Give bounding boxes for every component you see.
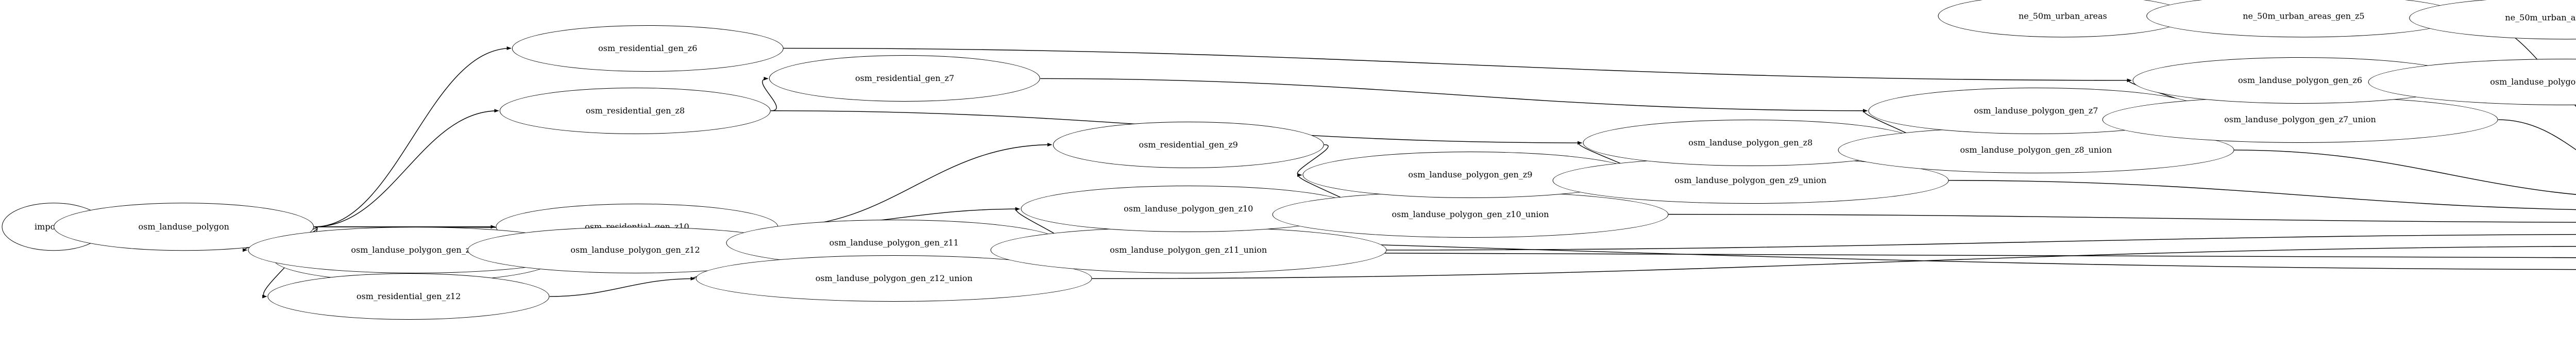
- graph-node-osm-residential-gen-z9[interactable]: osm_residential_gen_z9: [1053, 121, 1324, 168]
- graph-edge: [1386, 234, 2576, 251]
- graph-node-label: osm_landuse_polygon_gen_z10_union: [1392, 209, 1549, 219]
- graph-node-label: osm_landuse_polygon_gen_z7: [1974, 105, 2098, 116]
- graph-node-label: osm_residential_gen_z6: [598, 43, 698, 53]
- graph-edge: [1040, 78, 1868, 113]
- graph-edge: [2234, 150, 2576, 195]
- graph-node-label: ne_50m_urban_areas_gen_z5: [2243, 11, 2365, 21]
- graph-edge: [314, 46, 512, 227]
- graph-node-label: osm_landuse_polygon_gen_z8_union: [1960, 144, 2112, 155]
- graph-node-label: osm_landuse_polygon_gen_z13: [351, 244, 481, 255]
- graph-node-ne-50m-urban-areas[interactable]: ne_50m_urban_areas: [1938, 0, 2188, 38]
- graph-edge: [778, 143, 1053, 227]
- graph-node-osm-residential-gen-z12[interactable]: osm_residential_gen_z12: [267, 273, 550, 320]
- graph-node-osm-landuse-polygon[interactable]: osm_landuse_polygon: [53, 203, 314, 251]
- graph-node-label: osm_residential_gen_z7: [855, 73, 955, 84]
- graph-node-osm-landuse-polygon-gen-z9-union[interactable]: osm_landuse_polygon_gen_z9_union: [1552, 157, 1949, 204]
- graph-edge: [549, 276, 696, 297]
- graph-node-label: osm_landuse_polygon_gen_z9_union: [1674, 175, 1827, 185]
- graph-node-label: osm_landuse_polygon_gen_z12_union: [815, 273, 973, 284]
- graph-node-label: osm_landuse_polygon_gen_z9: [1408, 170, 1533, 180]
- graph-node-ne-50m-urban-areas-gen-z5[interactable]: ne_50m_urban_areas_gen_z5: [2146, 0, 2461, 38]
- graph-node-label: osm_residential_gen_z8: [585, 105, 685, 116]
- graph-node-label: osm_landuse_polygon_gen_z11: [829, 238, 959, 248]
- graph-node-label: osm_residential_gen_z12: [356, 291, 461, 301]
- graph-node-osm-residential-gen-z8[interactable]: osm_residential_gen_z8: [499, 87, 771, 134]
- graph-node-label: osm_landuse_polygon_gen_z7_union: [2224, 114, 2376, 125]
- graph-node-osm-landuse-polygon-gen-z11-union[interactable]: osm_landuse_polygon_gen_z11_union: [990, 226, 1387, 273]
- graph-edge: [2498, 119, 2576, 151]
- graph-edge: [1948, 180, 2576, 210]
- graph-node-label: ne_50m_urban_areas_gen_z4: [2505, 12, 2576, 23]
- graph-node-osm-residential-gen-z7[interactable]: osm_residential_gen_z7: [769, 55, 1041, 102]
- graph-node-label: osm_landuse_polygon: [138, 221, 229, 232]
- graph-node-osm-residential-gen-z6[interactable]: osm_residential_gen_z6: [512, 25, 784, 72]
- graph-node-ne-50m-urban-areas-gen-z4[interactable]: ne_50m_urban_areas_gen_z4: [2409, 0, 2576, 40]
- graph-node-label: osm_landuse_polygon_gen_z6_union: [2490, 77, 2576, 87]
- graph-node-label: ne_50m_urban_areas: [2018, 11, 2107, 21]
- graph-edge: [314, 109, 499, 227]
- graph-node-label: osm_landuse_polygon_gen_z8: [1688, 138, 1813, 148]
- graph-edge: [1668, 213, 2576, 223]
- graph-node-osm-landuse-polygon-gen-z7-union[interactable]: osm_landuse_polygon_gen_z7_union: [2102, 96, 2498, 143]
- graph-node-label: osm_landuse_polygon_gen_z6: [2238, 75, 2363, 85]
- graph-node-label: osm_landuse_polygon_gen_z10: [1124, 204, 1253, 214]
- graph-node-osm-landuse-polygon-gen-z10-union[interactable]: osm_landuse_polygon_gen_z10_union: [1272, 191, 1669, 238]
- graph-node-label: osm_landuse_polygon_gen_z11_union: [1110, 244, 1267, 255]
- graph-node-label: osm_landuse_polygon_gen_z12: [570, 244, 700, 255]
- graph-node-label: osm_residential_gen_z9: [1139, 139, 1238, 150]
